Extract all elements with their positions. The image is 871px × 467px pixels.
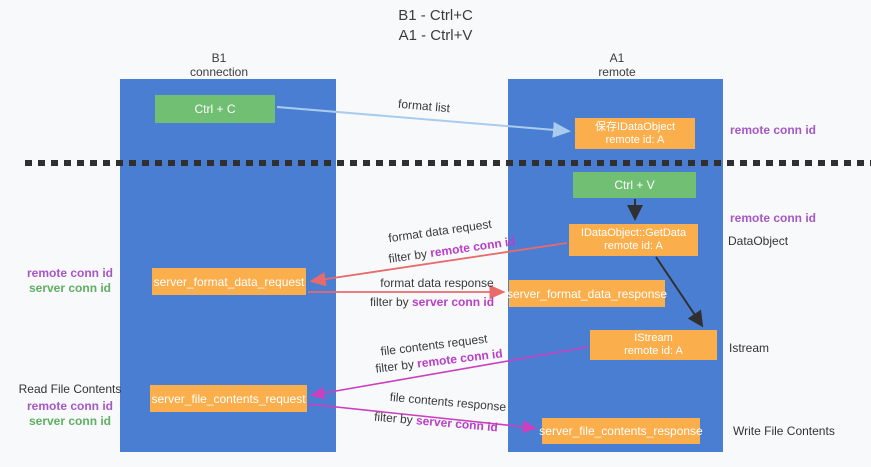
node-idataobject-getdata: IDataObject::GetData remote id: A [569,224,698,256]
node-server-file-contents-request-label: server_file_contents_request [151,391,306,406]
node-istream-line2: remote id: A [624,345,683,357]
annotation-read-file-contents-group: Read File Contents remote conn id server… [14,382,126,429]
remote-conn-id-inline-1: remote conn id [429,234,517,260]
node-server-file-contents-response: server_file_contents_response [539,418,703,444]
node-istream-line1: IStream [634,332,673,344]
node-idataobject-getdata-line1: IDataObject::GetData [580,227,687,239]
server-conn-id-inline-2: server conn id [415,413,499,435]
annotation-istream-text: Istream [729,341,770,355]
lifeline-b1-name: B1 [211,51,227,65]
node-save-dataobject-line2: remote id: A [605,133,665,146]
node-ctrl-v-label: Ctrl + V [614,178,655,192]
annotation-dataobject: DataObject [728,234,788,248]
label-file-contents-response-text: file contents response [389,389,507,415]
filter-by-text-3: filter by [374,356,419,376]
annotation-istream: Istream [729,341,769,355]
annotation-write-file-contents-text: Write File Contents [733,424,835,438]
node-save-dataobject-line1: 保存IDataObject [594,120,676,133]
filter-by-text-1: filter by [387,246,432,266]
annotation-remote-conn-id-right-1-text: remote conn id [730,123,817,137]
annotation-conn-ids-left-1: remote conn id server conn id [14,266,126,296]
lifeline-a1-role: remote [598,65,636,79]
annotation-read-file-contents: Read File Contents [18,382,122,396]
annotation-remote-conn-id-right-2: remote conn id [730,211,816,225]
node-save-dataobject: 保存IDataObject remote id: A [575,118,695,149]
annotation-remote-conn-id-right-2-text: remote conn id [730,211,817,225]
label-format-list-text: format list [397,96,451,116]
node-idataobject-getdata-line2: remote id: A [604,240,663,252]
label-filter-server-conn-id-1: filter by server conn id [370,295,494,309]
node-server-format-data-request-label: server_format_data_request [153,274,305,289]
annotation-remote-conn-id-left-1: remote conn id [26,266,113,280]
label-format-list: format list [397,97,450,115]
lifeline-a1-name: A1 [609,51,625,65]
lifeline-header-a1: A1 remote [557,51,677,79]
annotation-write-file-contents: Write File Contents [733,424,835,438]
diagram-title: B1 - Ctrl+C A1 - Ctrl+V [0,6,871,46]
node-server-format-data-response: server_format_data_response [506,280,668,307]
label-format-data-response-text: format data response [380,276,494,290]
label-filter-server-conn-id-2: filter by server conn id [374,410,499,435]
annotation-server-conn-id-left-1: server conn id [28,281,112,295]
lifeline-b1-role: connection [189,65,249,79]
annotation-server-conn-id-left-2: server conn id [28,414,112,428]
annotation-dataobject-text: DataObject [728,234,789,248]
server-conn-id-inline-1: server conn id [411,295,495,309]
annotation-remote-conn-id-right-1: remote conn id [730,123,816,137]
annotation-remote-conn-id-left-2: remote conn id [26,399,113,413]
filter-by-text-4: filter by [373,409,417,428]
label-file-contents-response: file contents response [389,390,507,414]
title-line-1: B1 - Ctrl+C [398,7,473,24]
filter-by-text-2: filter by [369,295,412,309]
lifeline-header-b1: B1 connection [159,51,279,79]
title-line-2: A1 - Ctrl+V [398,27,473,44]
node-server-file-contents-request: server_file_contents_request [150,385,307,412]
label-format-data-response: format data response [380,276,493,290]
node-ctrl-c-label: Ctrl + C [194,102,236,116]
node-server-file-contents-response-label: server_file_contents_response [539,424,703,438]
node-ctrl-v: Ctrl + V [573,172,696,198]
node-server-format-data-response-label: server_format_data_response [506,286,668,301]
node-ctrl-c: Ctrl + C [155,95,275,123]
node-istream: IStream remote id: A [590,330,717,360]
node-server-format-data-request: server_format_data_request [152,268,306,295]
